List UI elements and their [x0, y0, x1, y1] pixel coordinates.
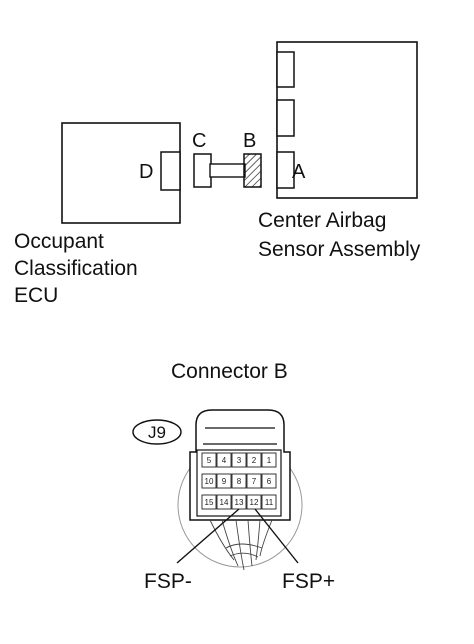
port-d-label: D	[139, 161, 153, 183]
fsp-minus-leader	[176, 508, 240, 564]
center-airbag-sensor-assembly-box	[276, 41, 418, 199]
pin-row-3: 15 14 13 12 11	[201, 494, 277, 510]
ecu-name-line-1: Occupant	[14, 230, 104, 253]
assembly-name-line-1: Center Airbag	[258, 209, 386, 232]
pin-cell	[201, 473, 217, 489]
pin-cell	[246, 452, 262, 468]
pin-number: 4	[222, 456, 227, 465]
pin-number: 14	[220, 498, 229, 507]
pin-cell	[261, 494, 277, 510]
connector-b-body	[243, 153, 262, 188]
cable-strands	[209, 519, 273, 571]
port-c-label: C	[192, 130, 206, 152]
assembly-name-line-2: Sensor Assembly	[258, 238, 421, 261]
pin-number: 6	[267, 477, 272, 486]
pin-number: 2	[252, 456, 257, 465]
pin-row-1: 5 4 3 2 1	[201, 452, 277, 468]
fsp-plus-leader	[254, 508, 299, 564]
pin-number: 9	[222, 477, 227, 486]
pin-number: 8	[237, 477, 242, 486]
pin-cell	[246, 473, 262, 489]
assembly-port-upper	[276, 51, 295, 88]
ecu-name-line-3: ECU	[14, 284, 58, 307]
pin-cell	[231, 473, 247, 489]
pin-number: 1	[267, 456, 272, 465]
pin-cell	[216, 473, 232, 489]
pin-row-2: 10 9 8 7 6	[201, 473, 277, 489]
pin-number: 11	[265, 498, 274, 507]
port-b-label: B	[243, 130, 256, 152]
fsp-minus-label: FSP-	[144, 570, 192, 593]
pin-number: 15	[205, 498, 214, 507]
assembly-port-a	[276, 151, 295, 189]
pin-cell	[201, 494, 217, 510]
connector-code: J9	[148, 423, 166, 442]
connector-title: Connector B	[171, 360, 288, 383]
harness-wire	[209, 163, 246, 178]
pin-number: 3	[237, 456, 242, 465]
pin-number: 7	[252, 477, 257, 486]
pin-cell	[261, 473, 277, 489]
pin-number: 13	[235, 498, 244, 507]
pin-cell	[216, 494, 232, 510]
pin-cell	[261, 452, 277, 468]
pin-cell	[231, 452, 247, 468]
pin-cell	[216, 452, 232, 468]
port-a-label: A	[292, 161, 306, 183]
connector-lock-tab	[203, 427, 277, 445]
pin-cell	[201, 452, 217, 468]
connector-code-oval	[132, 419, 182, 445]
pin-number: 12	[250, 498, 259, 507]
pin-number: 5	[207, 456, 212, 465]
assembly-port-middle	[276, 99, 295, 137]
ecu-name-line-2: Classification	[14, 257, 138, 280]
fsp-plus-label: FSP+	[282, 570, 335, 593]
ecu-port-d	[160, 151, 181, 191]
pin-cell	[246, 494, 262, 510]
connector-c-body	[193, 153, 212, 188]
pin-number: 10	[205, 477, 214, 486]
